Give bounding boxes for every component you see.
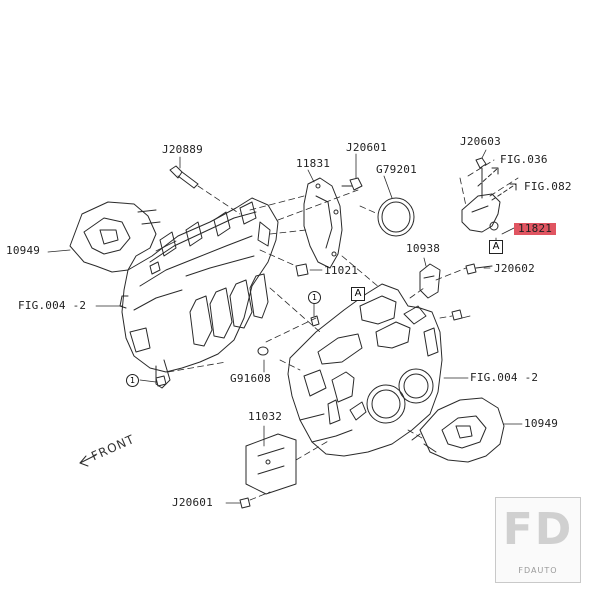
logo-sub-text: FDAUTO [518, 566, 558, 575]
label-11831: 11831 [296, 157, 331, 170]
ref-circle-1-center: 1 [308, 291, 321, 304]
bolt-circle1-left [155, 375, 167, 387]
oil-seal-g79201 [377, 197, 415, 237]
bolt-right-side [451, 309, 463, 321]
plate-11032 [245, 433, 297, 495]
label-j20601-bottom: J20601 [172, 496, 213, 509]
ref-circle-1-left: 1 [126, 374, 139, 387]
label-g91608: G91608 [230, 372, 271, 385]
label-fig004-left: FIG.004 -2 [18, 299, 87, 312]
label-fig004-right: FIG.004 -2 [470, 371, 539, 384]
plug-g91608 [257, 346, 269, 356]
label-10949-right: 10949 [524, 417, 559, 430]
label-j20889: J20889 [162, 143, 203, 156]
left-bracket-10949 [69, 201, 161, 273]
sensor-10938 [419, 263, 441, 299]
assembly-lines [167, 159, 519, 501]
fdauto-logo: FD FDAUTO [495, 497, 581, 583]
right-bracket-10949 [411, 397, 505, 463]
logo-main-text: FD [502, 504, 574, 555]
bolt-j20889 [169, 165, 199, 189]
label-11032: 11032 [248, 410, 283, 423]
label-11021: 11021 [324, 264, 359, 277]
front-arrow [79, 454, 97, 467]
ref-box-a-center: A [351, 287, 365, 301]
bolt-j20601-bottom [239, 497, 251, 509]
bolt-j20601-top [341, 177, 363, 191]
bolt-11021 [295, 263, 309, 277]
bracket-11821 [461, 157, 501, 233]
left-crankcase-half [119, 197, 279, 389]
fig-arrows [477, 167, 517, 201]
label-j20601-top: J20601 [346, 141, 387, 154]
label-10938: 10938 [406, 242, 441, 255]
label-j20603: J20603 [460, 135, 501, 148]
label-fig082: FIG.082 [524, 180, 572, 193]
label-j20602: J20602 [494, 262, 535, 275]
dowel-pin [310, 315, 320, 327]
label-10949-left: 10949 [6, 244, 41, 257]
bolt-j20602 [465, 263, 493, 275]
label-11821-highlight: 11821 [514, 223, 557, 235]
right-crankcase-half [287, 283, 443, 457]
cover-plate-11831 [303, 177, 343, 269]
label-g79201: G79201 [376, 163, 417, 176]
ref-box-a-right: A [489, 240, 503, 254]
label-fig036: FIG.036 [500, 153, 548, 166]
